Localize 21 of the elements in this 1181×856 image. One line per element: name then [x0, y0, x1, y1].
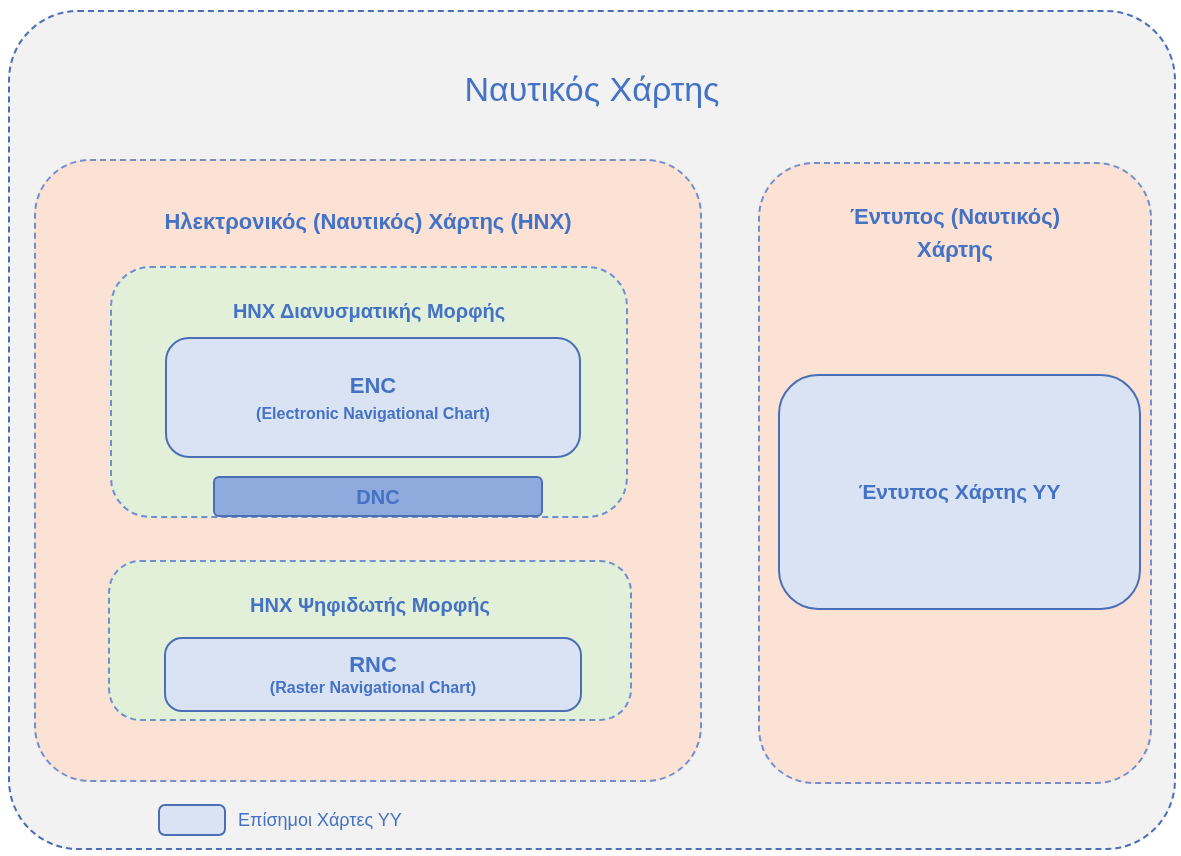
group-title: Ναυτικός Χάρτης [464, 69, 720, 110]
legend-text: Επίσημοι Χάρτες ΥΥ [238, 808, 402, 832]
chart-type-bar [213, 476, 543, 517]
chart-type-box [165, 337, 581, 458]
group-title: Έντυπος (Ναυτικός) Χάρτης [848, 203, 1062, 264]
group-box [110, 266, 628, 518]
group-title: ΗΝΧ Ψηφιδωτής Μορφής [250, 593, 490, 618]
group-box [758, 162, 1152, 784]
box-label: (Electronic Navigational Chart) [256, 404, 490, 424]
box-label: Έντυπος Χάρτης ΥΥ [858, 479, 1061, 506]
chart-type-box [164, 637, 582, 712]
group-title: ΗΝΧ Διανυσματικής Μορφής [232, 299, 506, 324]
box-label: RNC [349, 650, 397, 679]
box-label: (Raster Navigational Chart) [269, 678, 477, 699]
outer-group-box [8, 10, 1176, 850]
group-box [34, 159, 702, 782]
chart-type-box [778, 374, 1141, 610]
group-box [108, 560, 632, 721]
box-label: ENC [349, 372, 397, 400]
group-title: Ηλεκτρονικός (Ναυτικός) Χάρτης (ΗΝΧ) [164, 208, 572, 236]
box-label: DNC [356, 484, 400, 510]
